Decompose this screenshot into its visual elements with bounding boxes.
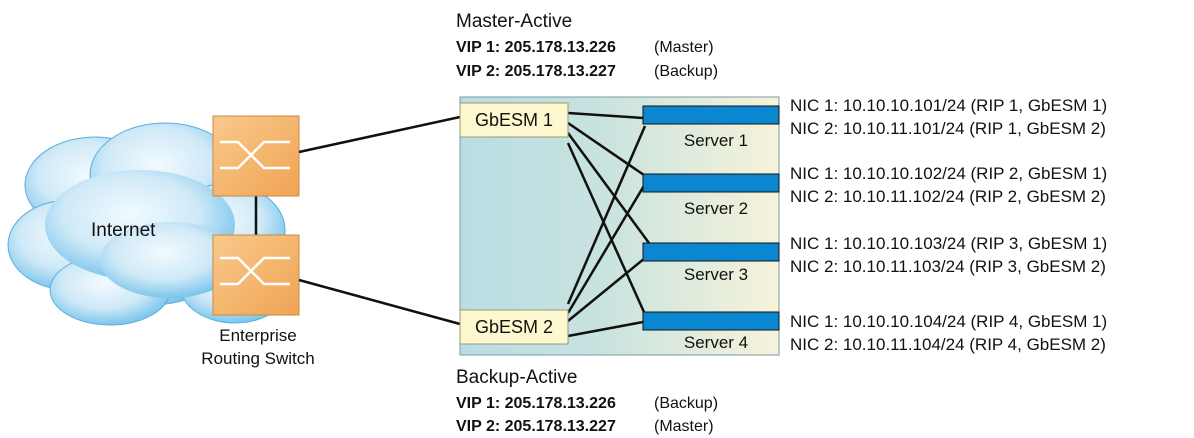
- internal-links: [566, 111, 662, 338]
- master-vip1-label: VIP 1: 205.178.13.226: [456, 39, 616, 56]
- gbesm2-module: [459, 309, 569, 345]
- server4-label: Server 4: [684, 333, 748, 352]
- gbesm1-module: [459, 102, 569, 138]
- backup-active-title: Backup-Active: [456, 367, 577, 388]
- internet-label: Internet: [91, 220, 156, 241]
- server3-nic1-label: NIC 1: 10.10.10.103/24 (RIP 3, GbESM 1): [790, 234, 1107, 253]
- switch-icon-upper: [212, 115, 300, 197]
- uplink-gbesm1: [298, 115, 461, 154]
- master-active-title: Master-Active: [456, 11, 572, 32]
- backup-vip1-role: (Backup): [654, 395, 718, 412]
- server4-bar: [642, 311, 780, 331]
- server2-bar: [642, 173, 780, 193]
- master-vip2-label: VIP 2: 205.178.13.227: [456, 63, 616, 80]
- server1-nic1-label: NIC 1: 10.10.10.101/24 (RIP 1, GbESM 1): [790, 96, 1107, 115]
- server2-label: Server 2: [684, 199, 748, 218]
- backup-vip1-label: VIP 1: 205.178.13.226: [456, 395, 616, 412]
- gbesm1-label: GbESM 1: [475, 110, 553, 130]
- switch-label-line1: Enterprise: [219, 326, 296, 345]
- server1-label: Server 1: [684, 131, 748, 150]
- uplink-gbesm2: [298, 278, 461, 326]
- server2-nic1-label: NIC 1: 10.10.10.102/24 (RIP 2, GbESM 1): [790, 164, 1107, 183]
- server3-bar: [642, 242, 780, 262]
- server1-nic2-label: NIC 2: 10.10.11.101/24 (RIP 1, GbESM 2): [790, 119, 1106, 138]
- backup-vip2-label: VIP 2: 205.178.13.227: [456, 418, 616, 435]
- server2-nic2-label: NIC 2: 10.10.11.102/24 (RIP 2, GbESM 2): [790, 187, 1106, 206]
- server4-nic1-label: NIC 1: 10.10.10.104/24 (RIP 4, GbESM 1): [790, 312, 1107, 331]
- gbesm2-label: GbESM 2: [475, 317, 553, 337]
- master-vip2-role: (Backup): [654, 63, 718, 80]
- server3-nic2-label: NIC 2: 10.10.11.103/24 (RIP 3, GbESM 2): [790, 257, 1106, 276]
- backup-vip2-role: (Master): [654, 418, 714, 435]
- server3-label: Server 3: [684, 265, 748, 284]
- switch-label-line2: Routing Switch: [201, 349, 314, 368]
- server1-bar: [642, 105, 780, 125]
- server4-nic2-label: NIC 2: 10.10.11.104/24 (RIP 4, GbESM 2): [790, 335, 1106, 354]
- master-vip1-role: (Master): [654, 39, 714, 56]
- switch-icon-lower: [212, 234, 300, 316]
